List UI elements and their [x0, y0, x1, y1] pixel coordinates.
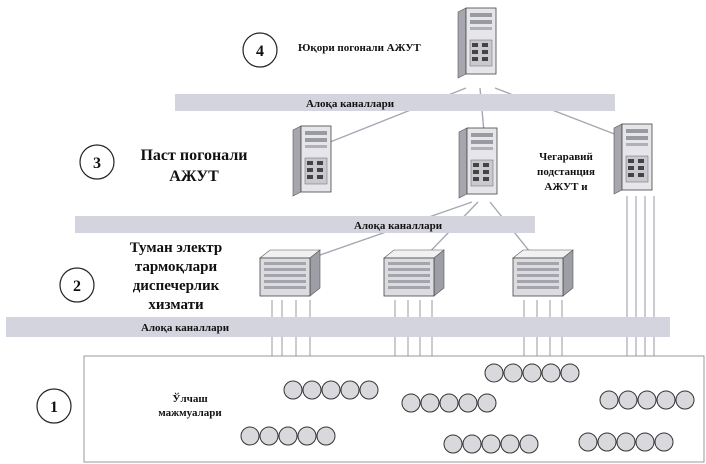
- border-substation-server-icon: [613, 123, 653, 195]
- top-level-server-icon: [457, 7, 497, 79]
- meter-groups: [240, 363, 695, 454]
- channel-label-middle: Алоқа каналлари: [354, 220, 443, 232]
- level-2-label-line: тармоқлари: [135, 259, 218, 275]
- level-3-badge: [79, 144, 115, 180]
- border-substation-label-line: подстанция: [537, 166, 595, 178]
- low-level-server-icon: [458, 127, 498, 199]
- district-dispatch-unit-icon: [383, 249, 445, 297]
- border-substation-label-line: Чегаравий: [539, 151, 593, 163]
- meter-group-icon: [484, 363, 580, 383]
- channel-label-top: Алоқа каналлари: [306, 98, 395, 110]
- level-4-label: Юқори погонали АЖУТ: [298, 42, 421, 54]
- channel-band-bottom: [6, 317, 670, 337]
- meter-group-icon: [443, 434, 539, 454]
- district-dispatch-unit-icon: [259, 249, 321, 297]
- channel-band-middle: [75, 216, 535, 233]
- level-3-label-line: Паст погонали: [140, 147, 247, 164]
- level-2-label-line: хизмати: [148, 297, 204, 313]
- channel-band-top: [175, 94, 615, 111]
- channel-label-bottom: Алоқа каналлари: [141, 322, 230, 334]
- district-dispatch-unit-icon: [512, 249, 574, 297]
- border-substation-label-line: АЖУТ и: [544, 181, 588, 193]
- level-2-label-line: диспечерлик: [133, 278, 220, 294]
- level-3-label-line: АЖУТ: [169, 168, 219, 185]
- low-level-server-icon: [292, 125, 332, 197]
- level-4-badge: [242, 32, 278, 68]
- level-4-number: 4: [256, 43, 264, 60]
- level-1-badge: [36, 388, 72, 424]
- level-3-number: 3: [93, 155, 101, 172]
- level-2-badge: [59, 267, 95, 303]
- level-1-label-line: мажмуалари: [158, 407, 222, 419]
- meter-group-icon: [401, 393, 497, 413]
- level-2-number: 2: [73, 278, 81, 295]
- meter-group-icon: [599, 390, 695, 410]
- level-1-number: 1: [50, 399, 58, 416]
- meter-group-icon: [578, 432, 674, 452]
- meter-group-icon: [283, 380, 379, 400]
- meter-group-icon: [240, 426, 336, 446]
- level-1-label-line: Ўлчаш: [172, 393, 207, 405]
- level-2-label-line: Туман электр: [130, 240, 222, 256]
